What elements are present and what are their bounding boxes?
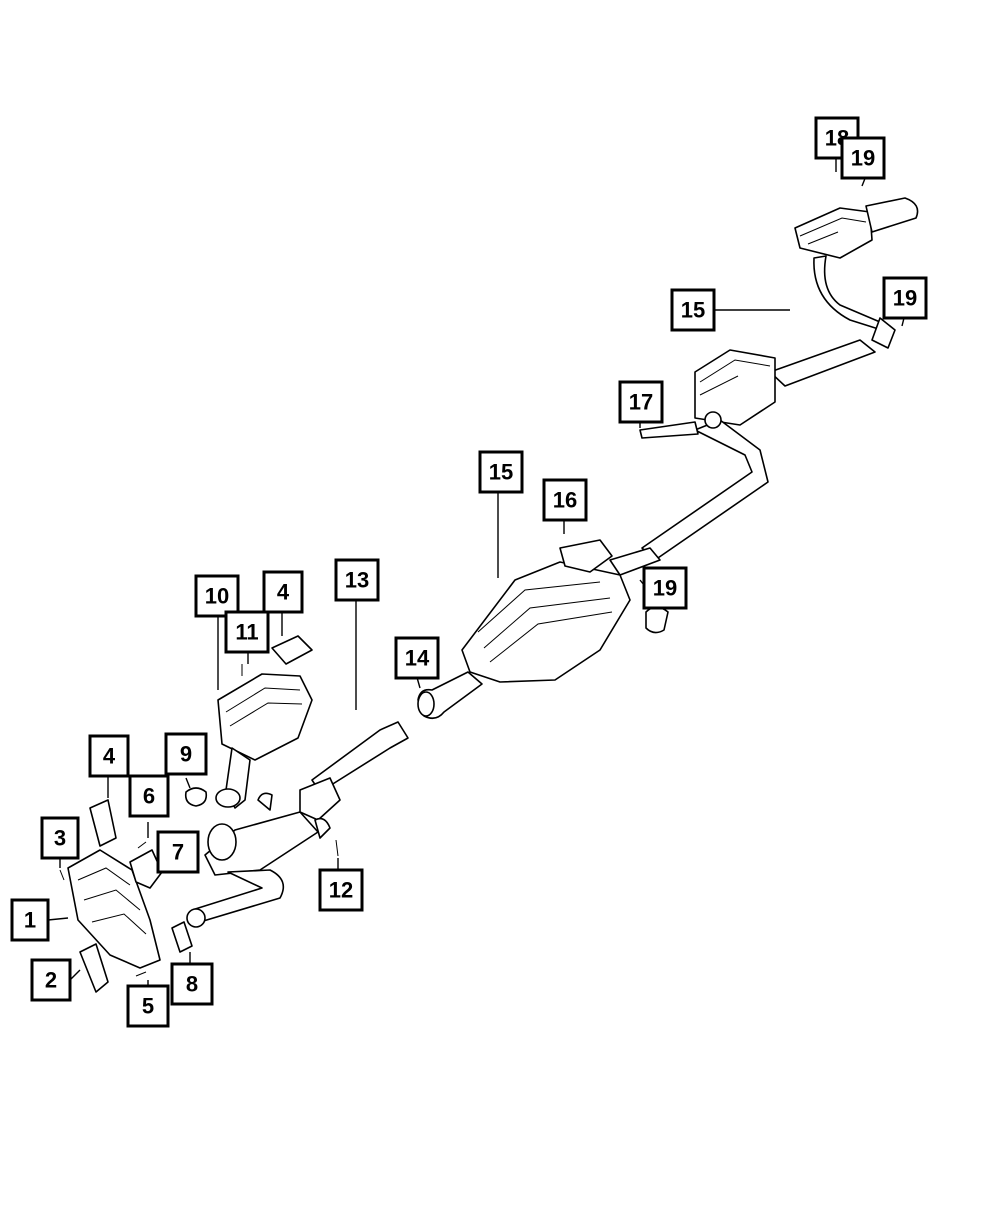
callout-1: 1 — [10, 898, 50, 942]
callout-label: 7 — [172, 840, 184, 865]
gasket-lower — [89, 799, 117, 847]
callout-label: 13 — [345, 568, 369, 593]
fasteners — [59, 664, 339, 977]
callout-label: 10 — [205, 584, 229, 609]
callout-15-lower: 15 — [478, 450, 524, 494]
callout-19-top: 19 — [840, 136, 886, 180]
callout-2: 2 — [30, 958, 72, 1002]
callout-label: 9 — [180, 742, 192, 767]
callout-3: 3 — [40, 816, 80, 860]
callout-label: 12 — [329, 878, 353, 903]
callout-4-lower: 4 — [88, 734, 130, 778]
callout-14: 14 — [394, 636, 440, 680]
callout-19-middle: 19 — [642, 566, 688, 610]
callout-label: 17 — [629, 390, 653, 415]
callout-label: 14 — [405, 646, 430, 671]
callout-label: 4 — [277, 580, 290, 605]
exhaust-manifold — [67, 849, 161, 969]
callout-label: 19 — [653, 576, 677, 601]
callout-16: 16 — [542, 478, 588, 522]
callout-10: 10 — [194, 574, 240, 618]
callout-6: 6 — [128, 774, 170, 818]
callout-label: 3 — [54, 826, 66, 851]
callout-4-upper: 4 — [262, 570, 304, 614]
flex-pipe — [417, 671, 483, 720]
callout-label: 15 — [489, 460, 513, 485]
clamp — [184, 787, 208, 807]
callout-19-right: 19 — [882, 276, 928, 320]
callout-12: 12 — [318, 868, 364, 912]
callout-label: 4 — [103, 744, 116, 769]
callout-11: 11 — [224, 610, 270, 654]
callout-label: 11 — [235, 620, 258, 645]
rear-muffler — [794, 197, 919, 349]
callout-7: 7 — [156, 830, 200, 874]
callout-label: 8 — [186, 972, 198, 997]
bracket — [129, 849, 163, 889]
heat-shield — [79, 943, 109, 993]
callout-8: 8 — [170, 962, 214, 1006]
callout-label: 6 — [143, 784, 155, 809]
callout-15-upper: 15 — [670, 288, 716, 332]
main-muffler — [461, 539, 669, 683]
leader-lines — [47, 156, 905, 1002]
callout-label: 15 — [681, 298, 705, 323]
callout-label: 19 — [851, 146, 875, 171]
bracket-lower — [171, 921, 193, 953]
intermediate-pipe — [639, 339, 876, 561]
callout-label: 1 — [24, 908, 36, 933]
callout-label: 16 — [553, 488, 577, 513]
gasket-upper — [271, 635, 313, 665]
callout-label: 19 — [893, 286, 917, 311]
callout-13: 13 — [334, 558, 380, 602]
callout-17: 17 — [618, 380, 664, 424]
callout-label: 2 — [45, 968, 57, 993]
callout-9: 9 — [164, 732, 208, 776]
front-pipe — [186, 721, 409, 928]
callout-label: 5 — [142, 994, 154, 1019]
callout-5: 5 — [126, 984, 170, 1028]
catalytic-converter — [215, 673, 313, 809]
